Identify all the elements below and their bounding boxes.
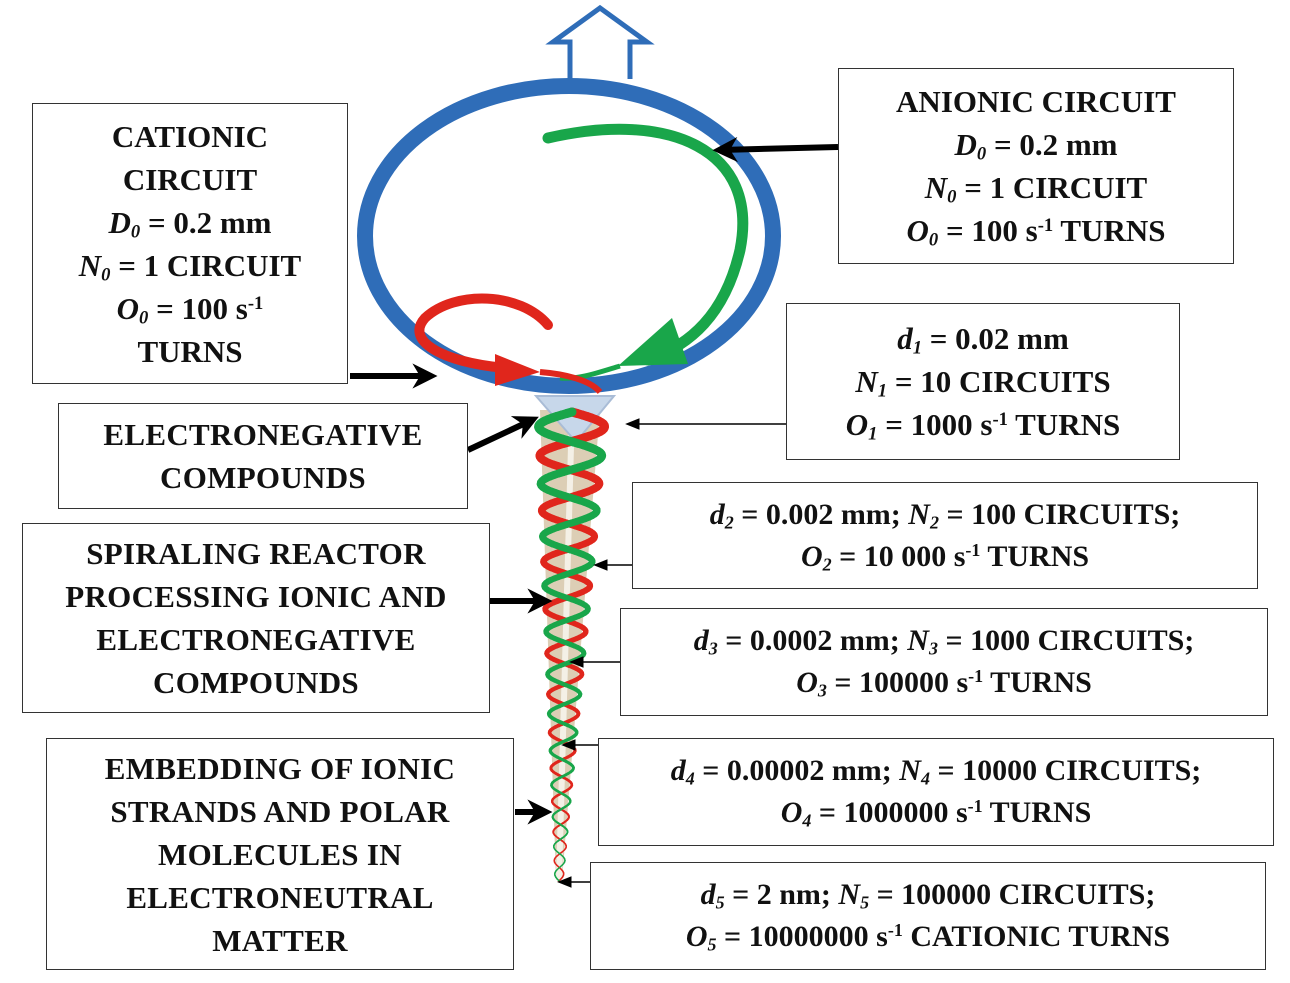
- cationic-swirl: [414, 293, 553, 373]
- cationic-circuit-box: CATIONIC CIRCUIT D0 = 0.2 mm N0 = 1 CIRC…: [32, 103, 348, 384]
- level5-line1: d5 = 2 nm; N5 = 100000 CIRCUITS;: [700, 878, 1156, 913]
- embedding-line5: MATTER: [212, 922, 348, 958]
- embedding-line3: MOLECULES IN: [158, 836, 402, 872]
- reactor-line2: PROCESSING IONIC AND: [65, 579, 447, 614]
- embedding-line1: EMBEDDING OF IONIC: [104, 750, 456, 786]
- cationic-turns: O0 = 100 s-1: [116, 290, 264, 329]
- electronegative-line1: ELECTRONEGATIVE: [103, 417, 423, 452]
- level2-line1: d2 = 0.002 mm; N2 = 100 CIRCUITS;: [709, 497, 1181, 532]
- anionic-diameter: D0 = 0.2 mm: [954, 127, 1118, 165]
- electronegative-box: ELECTRONEGATIVE COMPOUNDS: [58, 403, 468, 509]
- reactor-line1: SPIRALING REACTOR: [86, 536, 426, 571]
- level1-count: N1 = 10 CIRCUITS: [855, 364, 1111, 402]
- level3-box: d3 = 0.0002 mm; N3 = 1000 CIRCUITS; O3 =…: [620, 608, 1268, 716]
- circuit-ring: [357, 78, 781, 394]
- pointer-electronegative: [466, 416, 539, 453]
- cationic-swirl-tail: [539, 369, 603, 395]
- level5-box: d5 = 2 nm; N5 = 100000 CIRCUITS; O5 = 10…: [590, 862, 1266, 970]
- cationic-diameter: D0 = 0.2 mm: [108, 204, 272, 243]
- level3-line1: d3 = 0.0002 mm; N3 = 1000 CIRCUITS;: [693, 624, 1195, 659]
- reactor-line4: COMPOUNDS: [153, 665, 359, 700]
- level3-line2: O3 = 100000 s-1 TURNS: [796, 666, 1092, 701]
- anionic-swirl: [542, 123, 749, 366]
- cationic-title-line2: CIRCUIT: [122, 161, 258, 197]
- embedding-line2: STRANDS AND POLAR: [110, 793, 450, 829]
- level4-box: d4 = 0.00002 mm; N4 = 10000 CIRCUITS; O4…: [598, 738, 1274, 846]
- pointer-anionic: [712, 136, 839, 163]
- level1-turns: O1 = 1000 s-1 TURNS: [845, 407, 1121, 445]
- cationic-turns-unit: TURNS: [137, 333, 243, 369]
- anionic-circuit-box: ANIONIC CIRCUIT D0 = 0.2 mm N0 = 1 CIRCU…: [838, 68, 1234, 264]
- reactor-line3: ELECTRONEGATIVE: [96, 622, 416, 657]
- electronegative-line2: COMPOUNDS: [160, 460, 366, 495]
- level5-line2: O5 = 10000000 s-1 CATIONIC TURNS: [685, 920, 1171, 955]
- level2-box: d2 = 0.002 mm; N2 = 100 CIRCUITS; O2 = 1…: [632, 482, 1258, 589]
- embedding-box: EMBEDDING OF IONIC STRANDS AND POLAR MOL…: [46, 738, 514, 970]
- level4-line2: O4 = 1000000 s-1 TURNS: [780, 796, 1092, 831]
- spiraling-reactor-box: SPIRALING REACTOR PROCESSING IONIC AND E…: [22, 523, 490, 713]
- anionic-swirl-arrowhead: [618, 318, 688, 366]
- level2-line2: O2 = 10 000 s-1 TURNS: [800, 539, 1090, 574]
- cationic-title-line1: CATIONIC: [111, 118, 269, 154]
- cationic-swirl-arrowhead: [495, 354, 540, 386]
- anionic-turns: O0 = 100 s-1 TURNS: [906, 213, 1166, 251]
- anionic-title: ANIONIC CIRCUIT: [896, 84, 1176, 119]
- level4-line1: d4 = 0.00002 mm; N4 = 10000 CIRCUITS;: [670, 754, 1202, 789]
- level1-box: d1 = 0.02 mm N1 = 10 CIRCUITS O1 = 1000 …: [786, 303, 1180, 460]
- embedding-line4: ELECTRONEUTRAL: [126, 879, 434, 915]
- outflow-arrow-icon: [545, 4, 655, 79]
- level1-diameter: d1 = 0.02 mm: [897, 321, 1069, 359]
- spiral-segment: [557, 879, 561, 883]
- anionic-spiral: [534, 407, 607, 883]
- cationic-count: N0 = 1 CIRCUIT: [78, 247, 302, 286]
- anionic-count: N0 = 1 CIRCUIT: [924, 170, 1148, 208]
